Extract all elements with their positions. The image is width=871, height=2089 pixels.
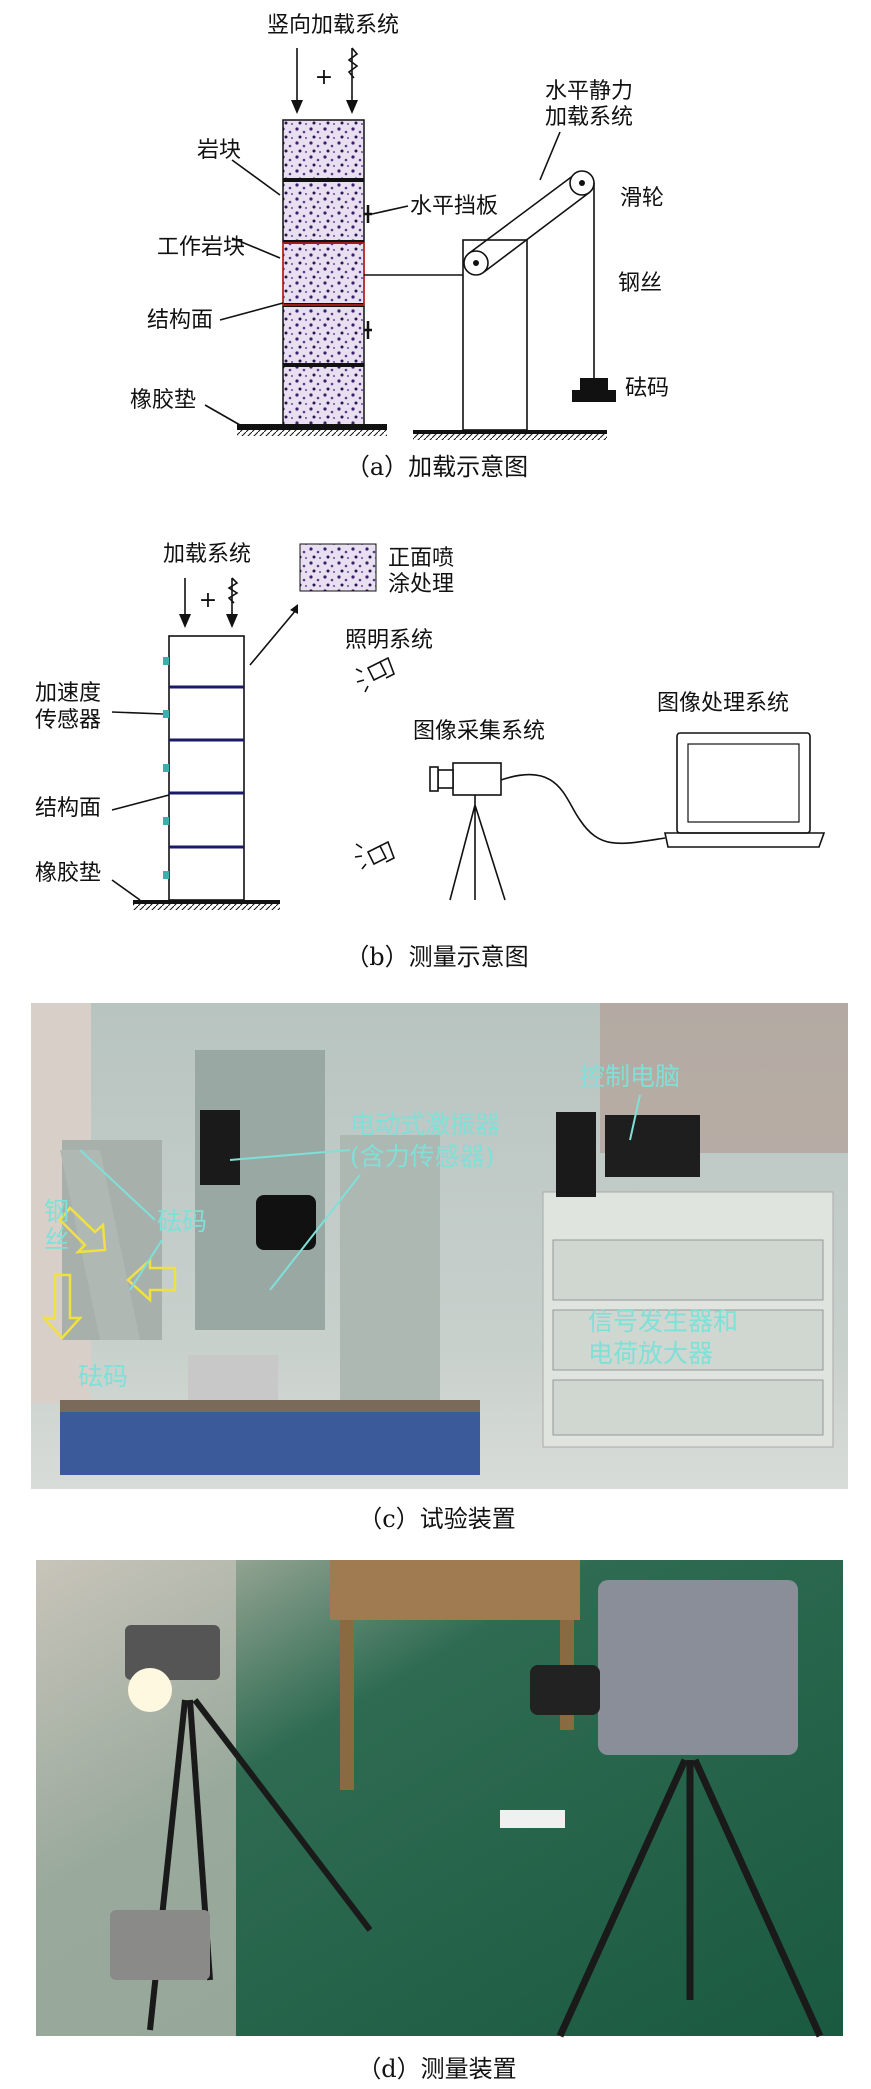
rubber-pad-label: 橡胶垫 [35,861,101,886]
caption-b: （b）测量示意图 [345,943,528,971]
signal-generator-label-1: 信号发生器和 [588,1307,738,1336]
wire-label: 钢丝 [618,271,662,296]
rock-block-label: 岩块 [197,138,241,163]
load-system-label: 加载系统 [163,542,251,567]
pulley-frame [413,170,616,440]
caption-a: （a）加载示意图 [346,453,528,481]
exciter-label-1: 电动式激振器 [350,1110,500,1139]
processing-label: 图像处理系统 [657,691,789,716]
working-block-label: 工作岩块 [157,235,245,260]
acquisition-label: 图像采集系统 [413,719,545,744]
arrow-icon [41,1273,83,1340]
wire-label-1: 钢 [44,1197,69,1226]
down-arrow-icon [179,577,239,628]
rock-column [282,119,372,428]
structural-plane-label: 结构面 [147,308,213,333]
plus-sign: + [315,65,333,90]
accelerometer-icons [163,657,169,879]
baffle-label: 水平挡板 [410,194,498,219]
working-block-outline [282,242,365,306]
panel-b-measurement-schematic: 加载系统 + 正面喷 涂处理 [35,542,826,971]
spray-texture-sample [299,543,377,592]
signal-generator-label-2: 电荷放大器 [588,1339,713,1368]
lamp-icon [125,1625,220,1680]
accelerometer-label-2: 传感器 [35,708,101,733]
pulley-label: 滑轮 [620,186,664,211]
caption-c: （c）试验装置 [358,1505,515,1533]
tripod [556,1758,824,2038]
weight-lower-label: 砝码 [78,1362,128,1391]
camera-icon [598,1580,798,1755]
horizontal-load-label-1: 水平静力 [545,79,633,104]
lighting-label: 照明系统 [345,628,433,653]
structural-plane-label: 结构面 [35,796,101,821]
exciter-label-2: (含力传感器) [350,1142,495,1171]
panel-c-test-apparatus-photo: 控制电脑 电动式激振器 (含力传感器) 砝码 砝码 钢 丝 信号发生器和 电荷放… [31,1003,848,1533]
weight-label: 砝码 [625,376,669,401]
spray-label-2: 涂处理 [388,572,454,597]
plus-sign: + [199,588,217,613]
accelerometer-label-1: 加速度 [35,681,101,706]
lamp-icon [355,656,396,693]
rubber-pad-label: 橡胶垫 [130,388,196,413]
panel-a-loading-schematic: 竖向加载系统 + 岩块 工作岩块 [130,13,669,481]
wire-label-2: 丝 [44,1225,69,1254]
vertical-load-label: 竖向加载系统 [267,13,399,38]
rubber-pad [237,424,387,430]
laptop-icon [664,732,826,848]
arrow-icon [58,1206,107,1254]
control-pc-label: 控制电脑 [580,1062,680,1091]
panel-d-measurement-device-photo: （d）测量装置 [36,1560,843,2083]
camera-icon [429,762,666,901]
horizontal-load-label-2: 加载系统 [545,105,633,130]
weight-upper-label: 砝码 [157,1207,207,1236]
caption-d: （d）测量装置 [357,2055,516,2083]
specimen-column [163,635,245,901]
lamp-icon [354,840,396,870]
down-arrow-icon [291,47,359,114]
spray-label-1: 正面喷 [388,546,454,571]
